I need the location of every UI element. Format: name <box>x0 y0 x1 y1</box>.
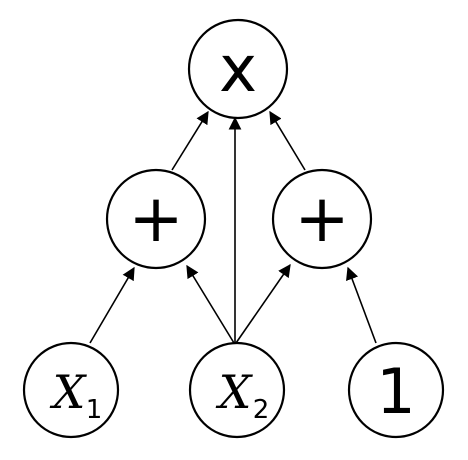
node-plus-left: + <box>105 168 207 270</box>
node-one-symbol: 1 <box>376 355 415 428</box>
node-times: x <box>187 18 289 120</box>
node-x2-circle <box>188 341 286 439</box>
edge-one-to-plus-right <box>346 266 377 344</box>
edge-plus-right-to-times <box>269 110 306 171</box>
node-plus-right-circle <box>271 168 373 270</box>
node-plus-right: + <box>271 168 373 270</box>
node-plus-left-circle <box>105 168 207 270</box>
node-times-symbol: x <box>219 33 257 107</box>
node-x2: X 2 <box>188 341 286 439</box>
node-x1-circle <box>22 341 120 439</box>
node-one-circle <box>347 341 445 439</box>
node-times-circle <box>187 18 289 120</box>
node-x1: X 1 <box>22 341 120 439</box>
node-x1-symbol: X <box>50 365 88 419</box>
node-one: 1 <box>347 341 445 439</box>
node-x2-symbol: X <box>216 365 254 419</box>
edge-plus-left-to-times <box>171 110 209 171</box>
node-x1-subscript: 1 <box>86 395 103 425</box>
node-plus-right-symbol: + <box>294 180 349 257</box>
edge-x1-to-plus-left <box>89 266 135 344</box>
edge-x2-to-plus-left <box>186 264 235 344</box>
node-plus-left-symbol: + <box>128 180 183 257</box>
edge-x2-to-plus-right <box>235 263 291 344</box>
node-x2-subscript: 2 <box>253 395 270 425</box>
